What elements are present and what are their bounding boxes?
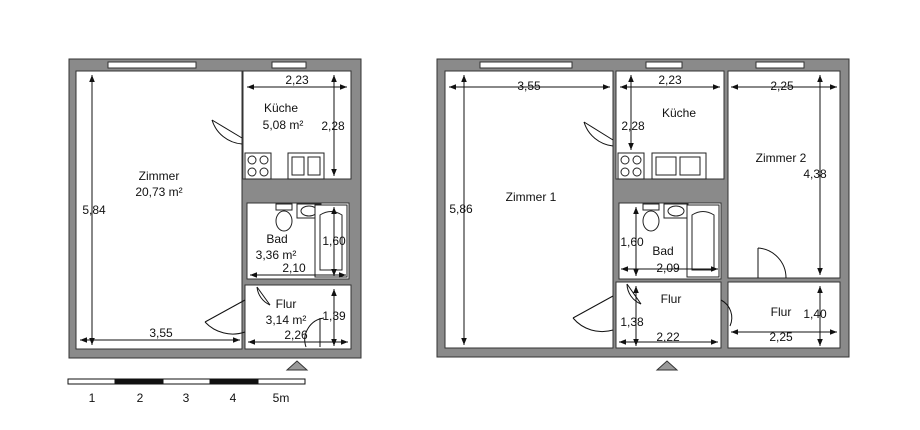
dimension-label: 2,23 (658, 73, 682, 87)
scale-label: 1 (89, 391, 96, 405)
toilet-icon (275, 203, 293, 232)
room-name: Küche (264, 101, 298, 115)
entrance-marker (655, 360, 679, 371)
room-name: Küche (662, 106, 696, 120)
scale-label: 2 (137, 391, 144, 405)
door (572, 295, 614, 333)
floor-plan-2: Zimmer 1 Küche Zimmer 2 Bad Flur Flur 5,… (436, 58, 850, 371)
dimension-label: 1,60 (620, 235, 644, 249)
room-zimmer (75, 70, 243, 350)
room-name: Flur (771, 305, 792, 319)
dimension-label: 3,55 (517, 79, 541, 93)
dimension-label: 2,25 (769, 330, 793, 344)
sink-icon (651, 152, 707, 180)
window (107, 61, 197, 69)
dimension-label: 2,26 (284, 328, 308, 342)
dimension-label: 5,86 (449, 202, 473, 216)
window (479, 61, 573, 69)
room-zimmer-1 (444, 70, 614, 349)
door (757, 247, 787, 279)
dimension-label: 1,40 (803, 307, 827, 321)
room-name: Zimmer 1 (506, 190, 557, 204)
scale-label: 4 (230, 391, 237, 405)
door (204, 299, 246, 335)
scale-label: 5m (273, 391, 290, 405)
stove-icon (244, 152, 272, 180)
room-name: Bad (266, 232, 287, 246)
washbasin-icon (663, 203, 689, 219)
dimension-label: 2,22 (656, 330, 680, 344)
door (720, 299, 733, 327)
dimension-label: 3,55 (149, 326, 173, 340)
dimension-label: 2,09 (656, 261, 680, 275)
room-name: Flur (661, 292, 682, 306)
dimension-label: 2,10 (282, 261, 306, 275)
room-area: 5,08 m² (263, 118, 304, 132)
dimension-label: 1,39 (322, 309, 346, 323)
dimension-label: 2,23 (285, 73, 309, 87)
sink-icon (287, 152, 325, 180)
room-name: Flur (276, 297, 297, 311)
entrance-marker (285, 360, 309, 371)
room-area: 3,14 m² (266, 313, 307, 327)
toilet-icon (642, 203, 660, 232)
scale-bar: 1 2 3 4 5m (67, 378, 306, 405)
door (256, 286, 271, 306)
dimension-label: 2,28 (621, 119, 645, 133)
room-area: 20,73 m² (135, 185, 182, 199)
room-name: Bad (652, 244, 673, 258)
room-name: Zimmer (139, 169, 180, 183)
dimension-label: 1,60 (322, 234, 346, 248)
window (755, 61, 805, 69)
scale-label: 3 (183, 391, 190, 405)
dimension-label: 2,28 (321, 119, 345, 133)
room-area: 3,36 m² (256, 248, 297, 262)
dimension-label: 1,38 (620, 315, 644, 329)
floor-plan-1: Zimmer 20,73 m² Küche 5,08 m² Bad 3,36 m… (68, 58, 362, 371)
dimension-label: 4,38 (803, 167, 827, 181)
dimension-label: 5,84 (82, 203, 106, 217)
bathtub-icon (686, 204, 720, 278)
stove-icon (617, 152, 645, 180)
door (211, 119, 243, 145)
dimension-label: 2,25 (770, 79, 794, 93)
window (271, 61, 307, 69)
room-name: Zimmer 2 (756, 151, 807, 165)
window (645, 61, 683, 69)
door (583, 121, 614, 147)
